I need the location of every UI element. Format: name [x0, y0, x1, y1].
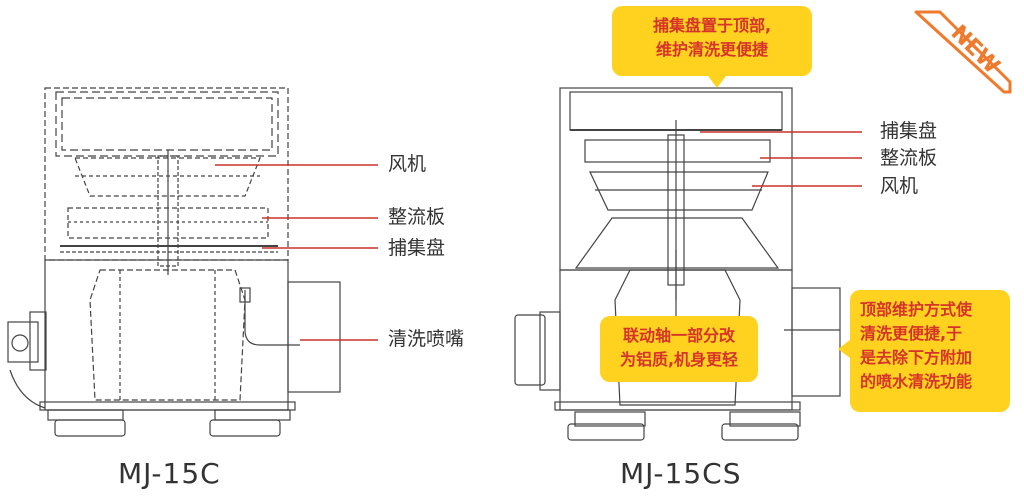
left-collector-label: 捕集盘 — [388, 237, 446, 259]
right-fan-label: 风机 — [880, 175, 919, 197]
right-flow-plate-label: 整流板 — [880, 147, 938, 169]
left-flow-plate-label: 整流板 — [388, 206, 446, 228]
callout-middle: 联动轴一部分改 为铝质,机身更轻 — [600, 316, 758, 382]
new-badge-text: NEW — [946, 21, 1004, 79]
callout-middle-line-1: 联动轴一部分改 — [622, 326, 735, 345]
right-model-name: MJ-15CS — [620, 457, 742, 490]
new-badge: NEW — [914, 10, 1012, 94]
callout-right-line-3: 是去除下方附加 — [860, 348, 973, 367]
callout-right: 顶部维护方式使 清洗更便捷,于 是去除下方附加 的喷水清洗功能 — [850, 290, 1010, 412]
callout-middle-line-2: 为铝质,机身更轻 — [619, 350, 739, 369]
callout-top: 捕集盘置于顶部, 维护清洗更便捷 — [612, 6, 812, 76]
callout-top-line-1: 捕集盘置于顶部, — [652, 16, 772, 35]
right-collector-label: 捕集盘 — [880, 120, 938, 142]
left-fan-label: 风机 — [388, 153, 427, 175]
callout-right-line-1: 顶部维护方式使 — [860, 300, 973, 319]
left-nozzle-label: 清洗喷嘴 — [388, 328, 465, 350]
callout-top-tail — [708, 76, 726, 88]
callout-right-tail — [838, 340, 850, 358]
callout-top-line-2: 维护清洗更便捷 — [655, 40, 768, 59]
callout-right-line-4: 的喷水清洗功能 — [860, 372, 973, 391]
left-model-name: MJ-15C — [118, 457, 221, 490]
callout-right-line-2: 清洗更便捷,于 — [860, 324, 963, 343]
